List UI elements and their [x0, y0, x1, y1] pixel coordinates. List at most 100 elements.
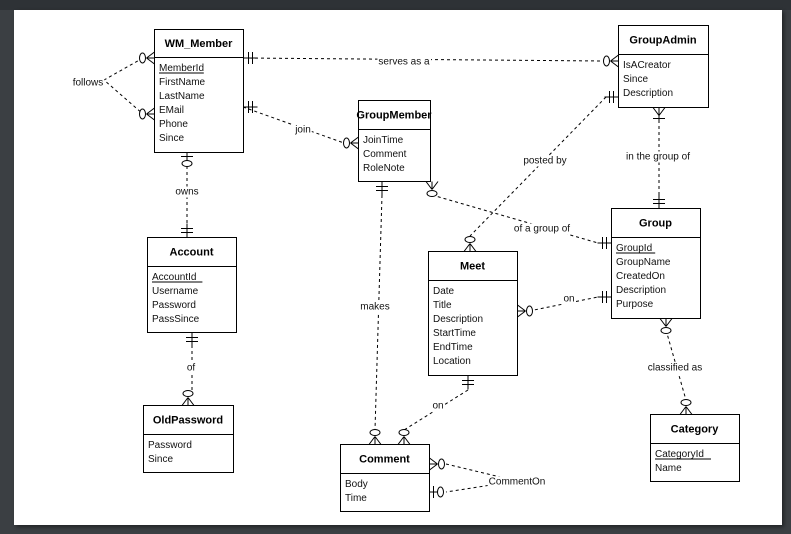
primary-key-attribute: AccountId [152, 272, 196, 283]
entity-attribute: CreatedOn [616, 271, 665, 282]
entity-attribute: LastName [159, 91, 205, 102]
entity-box[interactable] [340, 444, 430, 512]
entity-title: GroupAdmin [629, 35, 696, 47]
one-and-only-one-marker [376, 181, 388, 196]
entity-title: Group [639, 218, 672, 230]
one-and-only-one-marker [597, 237, 612, 249]
label-background [431, 400, 445, 412]
entity-title: Meet [460, 261, 485, 273]
label-background [377, 56, 432, 68]
zero-or-many-marker [603, 54, 619, 68]
entity-attribute: EndTime [433, 342, 473, 353]
zero-or-one-marker [429, 486, 444, 498]
zero-or-many-marker [425, 181, 439, 197]
primary-key-attribute: CategoryId [655, 449, 704, 460]
label-background [522, 155, 568, 167]
entity-title: Comment [359, 454, 410, 466]
entity-attribute: FirstName [159, 77, 206, 88]
entity-box[interactable] [358, 100, 431, 182]
entity-attribute: Username [152, 286, 199, 297]
entity-box[interactable] [650, 414, 740, 482]
entity-attribute: Time [345, 493, 367, 504]
window-top-bar [0, 0, 791, 10]
entity-title: Account [170, 247, 214, 259]
entity-meet[interactable]: MeetDateTitleDescriptionStartTimeEndTime… [428, 251, 518, 376]
relationship-label-join: join [294, 125, 311, 136]
relationship-line-of_a_group_of [431, 194, 599, 244]
zero-or-many-marker [343, 136, 359, 150]
entity-attribute: Description [623, 88, 673, 99]
entity-attribute: PassSince [152, 314, 200, 325]
entity-attribute: Since [623, 74, 648, 85]
entity-attribute: Comment [363, 149, 407, 160]
zero-or-many-marker [463, 236, 477, 252]
entity-box[interactable] [147, 237, 237, 333]
one-and-only-one-marker [186, 332, 198, 347]
entity-box[interactable] [618, 25, 709, 108]
relationship-label-in_the_group_of: in the group of [626, 152, 690, 163]
entity-box[interactable] [428, 251, 518, 376]
label-background [359, 301, 391, 313]
one-or-many-marker [652, 107, 666, 122]
entity-attribute: Since [159, 133, 184, 144]
entity-attribute: Description [616, 285, 666, 296]
zero-or-many-marker [659, 318, 673, 334]
one-and-only-one-marker [181, 223, 193, 238]
entity-box[interactable] [143, 405, 234, 473]
zero-or-one-marker [181, 152, 193, 167]
entity-attribute: IsACreator [623, 60, 671, 71]
zero-or-many-marker [139, 107, 155, 121]
entity-attribute: JoinTime [363, 135, 404, 146]
relationship-label-of_a_group_of: of a group of [514, 224, 570, 235]
relationship-label-owns: owns [175, 187, 198, 198]
relationship-labels: follows serves as a join owns of posted by in … [71, 56, 704, 488]
entity-wm_member[interactable]: WM_MemberMemberIdFirstNameLastNameEMailP… [154, 29, 244, 153]
entity-title: GroupMember [356, 110, 432, 122]
relationship-label-of: of [187, 363, 196, 374]
label-background [185, 362, 197, 374]
relationship-label-classified_as: classified as [648, 363, 702, 374]
one-and-only-one-marker [653, 194, 665, 209]
label-background [625, 151, 692, 163]
label-background [71, 77, 105, 89]
entities: WM_MemberMemberIdFirstNameLastNameEMailP… [143, 25, 740, 512]
entity-attribute: Body [345, 479, 368, 490]
relationship-label-serves_as_a: serves as a [378, 57, 430, 68]
entity-attribute: Password [148, 440, 192, 451]
entity-title: Category [671, 424, 720, 436]
entity-box[interactable] [154, 29, 244, 153]
entity-attribute: Phone [159, 119, 188, 130]
label-background [174, 186, 200, 198]
entity-attribute: StartTime [433, 328, 476, 339]
relationship-label-comment_on: on [432, 401, 443, 412]
zero-or-many-marker [181, 390, 195, 406]
entity-box[interactable] [611, 208, 701, 319]
label-background [293, 124, 312, 136]
entity-title: WM_Member [165, 38, 234, 50]
relationship-label-commenton: CommentOn [489, 477, 546, 488]
primary-key-attribute: GroupId [616, 243, 652, 254]
label-background [512, 223, 572, 235]
entity-attribute: Password [152, 300, 196, 311]
zero-or-many-marker [397, 429, 411, 445]
relationship-label-follows: follows [73, 78, 104, 89]
zero-or-many-marker [429, 457, 445, 471]
relationship-label-posted_by: posted by [523, 156, 566, 167]
entity-account[interactable]: AccountAccountIdUsernamePasswordPassSinc… [147, 237, 237, 333]
entity-attribute: Description [433, 314, 483, 325]
zero-or-many-marker [368, 429, 382, 445]
entity-attribute: Date [433, 286, 455, 297]
relationship-label-makes: makes [360, 302, 389, 313]
primary-key-attribute: MemberId [159, 63, 204, 74]
entity-attribute: Purpose [616, 299, 654, 310]
entity-attribute: Since [148, 454, 173, 465]
zero-or-many-marker [679, 399, 693, 415]
entity-group[interactable]: GroupGroupIdGroupNameCreatedOnDescriptio… [611, 208, 701, 319]
cardinality-markers [139, 51, 693, 498]
